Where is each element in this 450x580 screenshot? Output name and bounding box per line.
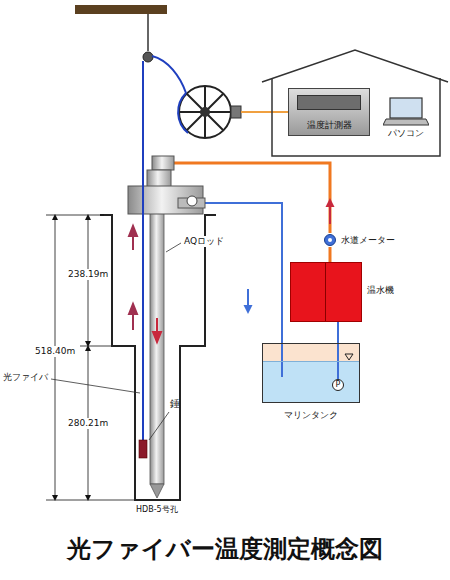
part-label: 518.40m xyxy=(34,346,76,357)
meter-symbol xyxy=(323,233,337,247)
head-neck xyxy=(147,170,171,187)
flow-arrowhead xyxy=(326,198,335,207)
heater-seam xyxy=(325,263,326,321)
return-pipe xyxy=(205,203,282,343)
heater-node: 温水機 xyxy=(290,262,362,322)
tank-node: マリンタンク xyxy=(262,343,360,403)
device-label: 温度計測器 xyxy=(307,120,352,131)
fiber-to-reel xyxy=(152,56,186,93)
optical-fiber xyxy=(142,61,144,442)
heater-label: 温水機 xyxy=(367,285,394,296)
leader-line xyxy=(51,379,140,393)
diagram-title: 光ファイバー温度測定概念図 xyxy=(67,534,383,564)
meter-dial xyxy=(328,238,332,242)
laptop-label: パソコン xyxy=(388,128,424,139)
tank-label: マリンタンク xyxy=(263,410,359,421)
laptop-icon xyxy=(383,96,429,126)
flow-arrow xyxy=(129,304,137,330)
meter-label: 水道メーター xyxy=(341,235,395,246)
reel-fiber xyxy=(178,93,188,133)
rod-tip xyxy=(150,484,164,498)
pulley xyxy=(143,52,153,62)
house-wall xyxy=(272,78,440,156)
part-label: 238.19m xyxy=(67,269,109,280)
part-label: 錘 xyxy=(170,398,180,410)
pipe-connector xyxy=(329,247,332,262)
hanger-rod xyxy=(147,14,149,51)
reel-spokes xyxy=(179,86,231,138)
part-label: 光ファイバ xyxy=(3,372,48,383)
flow-arrow xyxy=(153,318,161,342)
inlet-pipe xyxy=(281,344,283,377)
meter-body xyxy=(325,235,336,246)
flow-arrowhead xyxy=(244,305,253,314)
hot-water-pipe xyxy=(172,163,330,233)
leader-line xyxy=(149,412,169,440)
water-level-mark xyxy=(345,354,353,360)
well-head xyxy=(128,186,203,214)
dimension-line xyxy=(88,217,89,344)
pump-symbol: P xyxy=(332,379,344,391)
part-label: AQロッド xyxy=(183,236,225,247)
laptop-base xyxy=(383,119,429,125)
support-beam xyxy=(75,5,167,14)
cable-reel xyxy=(178,86,241,138)
reel-hub xyxy=(200,107,210,117)
tank-inside xyxy=(263,344,359,402)
signal-cable xyxy=(241,111,288,113)
leader-line xyxy=(166,243,181,252)
device-panel xyxy=(297,95,361,110)
reel-rim xyxy=(179,86,231,138)
aq-rod xyxy=(150,212,164,484)
dimension-line xyxy=(55,217,56,498)
valve-gauge xyxy=(187,196,197,206)
water-surface xyxy=(263,361,359,362)
head-elbow xyxy=(152,156,174,170)
reel-joint xyxy=(231,106,241,118)
dimension-ticks xyxy=(46,215,134,500)
laptop-screen xyxy=(390,98,422,118)
device-node: 温度計測器 xyxy=(288,88,370,136)
part-label: HDB-5号孔 xyxy=(135,505,179,515)
flow-arrow xyxy=(129,226,137,250)
part-label: 280.21m xyxy=(67,418,109,429)
weight xyxy=(139,440,147,458)
pipe-connector xyxy=(337,322,339,343)
laptop-node: パソコン xyxy=(376,96,436,146)
meter-node: 水道メーター xyxy=(323,233,395,247)
house-roof xyxy=(262,50,448,82)
